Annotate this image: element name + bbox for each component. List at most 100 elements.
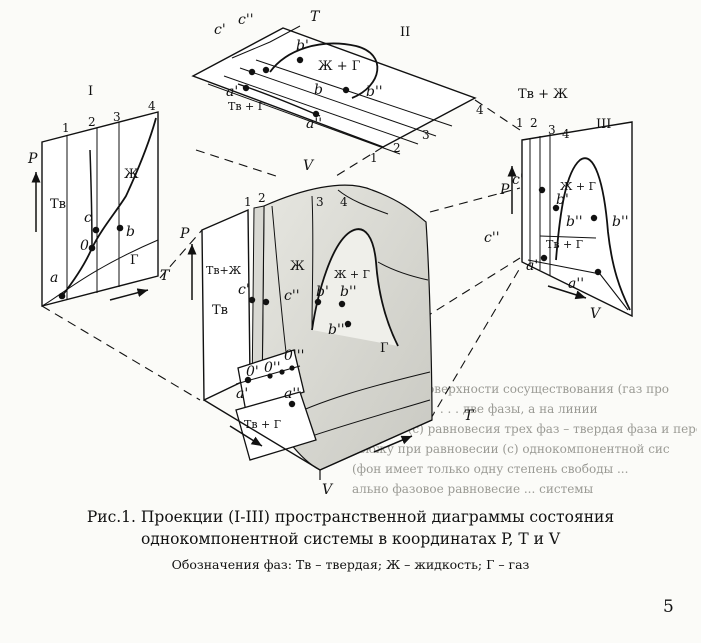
phase-label-gas: Г [130,253,139,268]
line-number-4b: 4 [476,103,484,117]
point-b-double-prime-3d [338,300,346,308]
axis-label-t2: T [310,9,321,25]
line-number-1: 1 [62,121,70,135]
label-b-prime: b' [296,38,309,54]
line-number-3c: 3 [548,123,556,137]
central-label-liquid: Ж [290,259,305,274]
central-label-b-double-prime: b'' [340,284,357,300]
phase-label-solid-gas: Тв + Г [228,100,265,113]
line-number-4c: 4 [562,127,570,141]
central-volume-arrow [229,425,263,447]
central-label-solid-liquid: Тв+Ж [206,264,242,277]
isotherm-line-4 [255,59,453,127]
coexistence-dome [269,42,379,99]
leader-lines-c [231,25,301,59]
triple-point-o3 [289,365,295,371]
background-text-line: тсюжу при равновесии (c) однокомпонентно… [352,442,670,456]
phase-label-solid-gas-3: Тв + Г [546,238,583,251]
pv-tie-line [539,235,597,239]
temperature-axis-arrow [109,288,149,301]
point-b-triple-prime-3d [344,320,352,328]
isotherm-3d-right [377,261,429,281]
central-label-solid-gas: Тв + Г [244,418,281,431]
figure-caption-line-1: Рис.1. Проекции (I-III) пространственной… [86,508,615,526]
pv-label-a-prime: a' [526,258,538,274]
label-a-prime: a' [226,84,238,100]
pv-label-c-double-prime: c'' [484,230,500,246]
panel-tv-frame [191,27,477,148]
critical-dome [311,228,399,347]
point-b-double-prime [342,86,350,94]
central-line-number-1: 1 [244,195,252,209]
point-c-prime [248,68,256,76]
line-number-2c: 2 [530,116,538,130]
panel-tv-projection: II T V Ж + Г Тв + Г c' c'' b' b b'' a' a… [191,9,484,174]
pv-label-b-prime: b' [556,192,569,208]
isotherm-3d-3 [271,205,287,353]
line-number-1b: 1 [370,151,378,165]
central-temperature-arrow [373,435,413,453]
point-b [116,224,124,232]
pv-label-a-double-prime: a'' [568,276,584,292]
background-text-line: вовании (с) равновесия трех фаз – тверда… [352,422,697,436]
central-axis-label-v: V [322,482,334,498]
point-a [58,292,66,300]
pv-point-a-double-prime [594,268,602,276]
panel-label-iii: III [596,117,611,132]
isotherm-line-1 [207,83,401,155]
line-number-3b: 3 [422,128,430,142]
label-b: b [314,82,323,98]
panel-label-ii: II [400,25,410,40]
central-axis-label-p: P [179,226,190,242]
isotherm-3d-4 [311,195,314,331]
point-b-prime-3d [314,298,322,306]
panel-pt-projection: I 1 2 3 4 P T Тв Ж Г a b c 0 [27,84,171,307]
central-label-o1: 0' [246,364,259,380]
central-label-gas: Г [380,341,389,356]
central-label-b-triple-prime: b''' [328,322,349,338]
point-a-prime-3d [244,376,252,384]
axis-label-v2: V [303,158,315,174]
point-c-double-prime [262,66,270,74]
central-label-b-prime: b' [316,284,329,300]
label-point-o: 0 [80,238,89,254]
isotherm-3d-top [337,189,389,215]
central-line-number-2: 2 [258,191,266,205]
central-label-solid: Тв [212,303,228,318]
line-number-2: 2 [88,115,96,129]
label-point-a: a [50,270,58,286]
central-line-number-3: 3 [316,195,324,209]
central-line-number-4: 4 [340,195,348,209]
triple-point-o2 [279,369,285,375]
phase-label-solid-liquid-top: Тв + Ж [518,87,568,102]
sublimation-curve [41,239,159,307]
phase-label-liquid-gas: Ж + Г [318,59,361,74]
central-label-a-double-prime: a'' [284,386,300,402]
point-c-double-prime-3d [262,298,270,306]
pv-point-b-double-prime [590,214,598,222]
phase-label-solid: Тв [50,197,66,212]
pv-label-c-prime: c' [512,172,524,188]
phase-label-liquid-gas-3: Ж + Г [560,180,596,193]
projection-connectors [41,99,521,421]
line-number-2b: 2 [393,141,401,155]
melting-curve [89,149,93,249]
label-c-prime: c' [214,22,226,38]
line-number-4: 4 [148,99,156,113]
pv-volume-arrow [547,285,587,300]
panel-label-i: I [88,84,93,99]
line-number-1c: 1 [516,116,524,130]
isotherm-line-2 [223,75,419,145]
axis-label-p: P [27,151,38,167]
label-b-double-prime: b'' [366,84,383,100]
pv-label-b-double-prime: b'' [566,214,583,230]
central-label-liquid-gas: Ж + Г [334,268,370,281]
axis-label-t: T [160,268,171,284]
point-c-prime-3d [248,296,256,304]
central-axis-label-t: T [464,408,475,424]
figure-caption-line-2: однокомпонентной системы в координатах P… [140,530,561,548]
label-point-c: c [84,210,92,226]
point-a-prime [242,84,250,92]
point-c [92,226,100,234]
